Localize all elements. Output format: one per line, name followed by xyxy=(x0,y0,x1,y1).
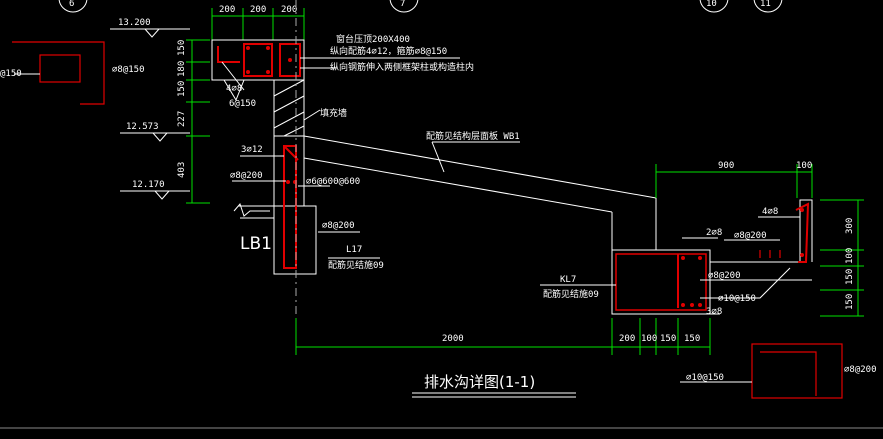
axis-bubble-6 xyxy=(58,0,88,13)
axis-label-11: 11 xyxy=(760,0,771,9)
label-kl7-ref: 配筋见结施09 xyxy=(543,288,599,300)
dim-h-100-top: 100 xyxy=(796,161,812,171)
inclined-slab: 配筋见结构层面板 WB1 xyxy=(303,130,657,250)
bottom-right-detail: ⌀10@150 ⌀8@200 xyxy=(680,343,877,399)
label-a8-200-right: ⌀8@200 xyxy=(734,231,767,241)
dim-h-150-bot2: 150 xyxy=(684,334,700,344)
slab-label: 配筋见结构层面板 WB1 xyxy=(426,130,520,142)
dim-v-403: 403 xyxy=(177,162,187,178)
right-labels: 2⌀8 ⌀8@200 4⌀8 ⌀8@200 ⌀10@150 3⌀8 xyxy=(682,207,800,317)
title-text: 排水沟详图(1-1) xyxy=(424,373,535,391)
note-line-1: 窗台压顶200X400 xyxy=(336,33,410,45)
label-a8-200-beam: ⌀8@200 xyxy=(708,271,741,281)
label-a6-600: ⌀6@600@600 xyxy=(306,177,360,187)
elevation-low: 12.170 xyxy=(132,180,165,190)
left-edge-label-2: ⌀8@150 xyxy=(112,65,145,75)
bottom-dims: 2000 200 100 150 150 xyxy=(295,318,711,355)
dim-h-150-bot1: 150 xyxy=(660,334,676,344)
left-top-dims: 200 200 200 xyxy=(211,5,305,40)
dim-v-100: 100 xyxy=(845,248,855,264)
label-2a8: 2⌀8 xyxy=(706,228,722,238)
dim-v-300: 300 xyxy=(845,218,855,234)
label-3a8: 3⌀8 xyxy=(706,307,722,317)
note-line-2: 纵向配筋4⌀12，箍筋⌀8@150 xyxy=(330,45,447,57)
coping-beam: 4⌀8 6@150 xyxy=(211,39,305,109)
label-l17-ref: 配筋见结施09 xyxy=(328,259,384,271)
axis-label-6: 6 xyxy=(69,0,74,9)
label-kl7: KL7 xyxy=(560,275,576,285)
dim-v-227: 227 xyxy=(177,111,187,127)
label-lb1: LB1 xyxy=(240,234,272,254)
label-l17: L17 xyxy=(346,245,362,255)
dim-v-150a: 150 xyxy=(177,40,187,56)
label-a8-200-left: ⌀8@200 xyxy=(230,171,263,181)
label-a10-150: ⌀10@150 xyxy=(718,294,756,304)
dim-h-200-bot: 200 xyxy=(619,334,635,344)
dim-h-2000: 2000 xyxy=(442,334,464,344)
axis-bubble-11 xyxy=(753,0,783,13)
dim-v-150b: 150 xyxy=(177,81,187,97)
elevation-mid: 12.573 xyxy=(126,122,159,132)
infill-wall: 填充墙 xyxy=(273,79,347,137)
dim-h-900: 900 xyxy=(718,161,734,171)
axis-bubble-10 xyxy=(699,0,729,13)
axis-bubbles: 6 7 10 11 xyxy=(58,0,783,13)
label-4a8-right: 4⌀8 xyxy=(762,207,778,217)
dim-v-150-r1: 150 xyxy=(845,269,855,285)
dim-h-200b: 200 xyxy=(250,5,266,15)
left-edge-detail: @150 ⌀8@150 xyxy=(0,41,145,105)
note-line-3: 纵向钢筋伸入两侧框架柱或构造柱内 xyxy=(330,61,474,73)
axis-label-10: 10 xyxy=(706,0,717,9)
drawing-title: 排水沟详图(1-1) xyxy=(412,373,576,398)
elevation-top: 13.200 xyxy=(118,18,151,28)
axis-bubble-7 xyxy=(389,0,419,13)
label-bottom-right: ⌀8@200 xyxy=(844,365,877,375)
label-6-150: 6@150 xyxy=(229,99,256,109)
label-4a8-left: 4⌀8 xyxy=(226,84,242,94)
dim-h-100-bot: 100 xyxy=(641,334,657,344)
dim-h-200c: 200 xyxy=(281,5,297,15)
left-vertical-dims: 150 180 150 227 403 xyxy=(177,39,210,204)
column-labels: 3⌀12 ⌀8@200 ⌀6@600@600 ⌀8@200 LB1 L17 配筋… xyxy=(230,145,384,271)
elevation-marks: 13.200 12.573 12.170 xyxy=(110,18,190,200)
coping-notes: 窗台压顶200X400 纵向配筋4⌀12，箍筋⌀8@150 纵向钢筋伸入两侧框架… xyxy=(300,33,474,73)
label-a8-200-col: ⌀8@200 xyxy=(322,221,355,231)
left-column xyxy=(233,0,317,330)
right-vertical-dims: 300 100 150 150 xyxy=(820,199,864,317)
axis-label-7: 7 xyxy=(400,0,405,9)
kl7-beam: KL7 配筋见结施09 xyxy=(540,249,711,315)
dim-v-150-r2: 150 xyxy=(845,294,855,310)
dim-v-180: 180 xyxy=(177,61,187,77)
right-top-dims: 900 100 xyxy=(655,161,813,198)
wall-note: 填充墙 xyxy=(320,107,347,119)
dim-h-200a: 200 xyxy=(219,5,235,15)
label-bottom-a10-150: ⌀10@150 xyxy=(686,373,724,383)
label-3a12: 3⌀12 xyxy=(241,145,263,155)
left-edge-label-1: @150 xyxy=(0,69,22,79)
